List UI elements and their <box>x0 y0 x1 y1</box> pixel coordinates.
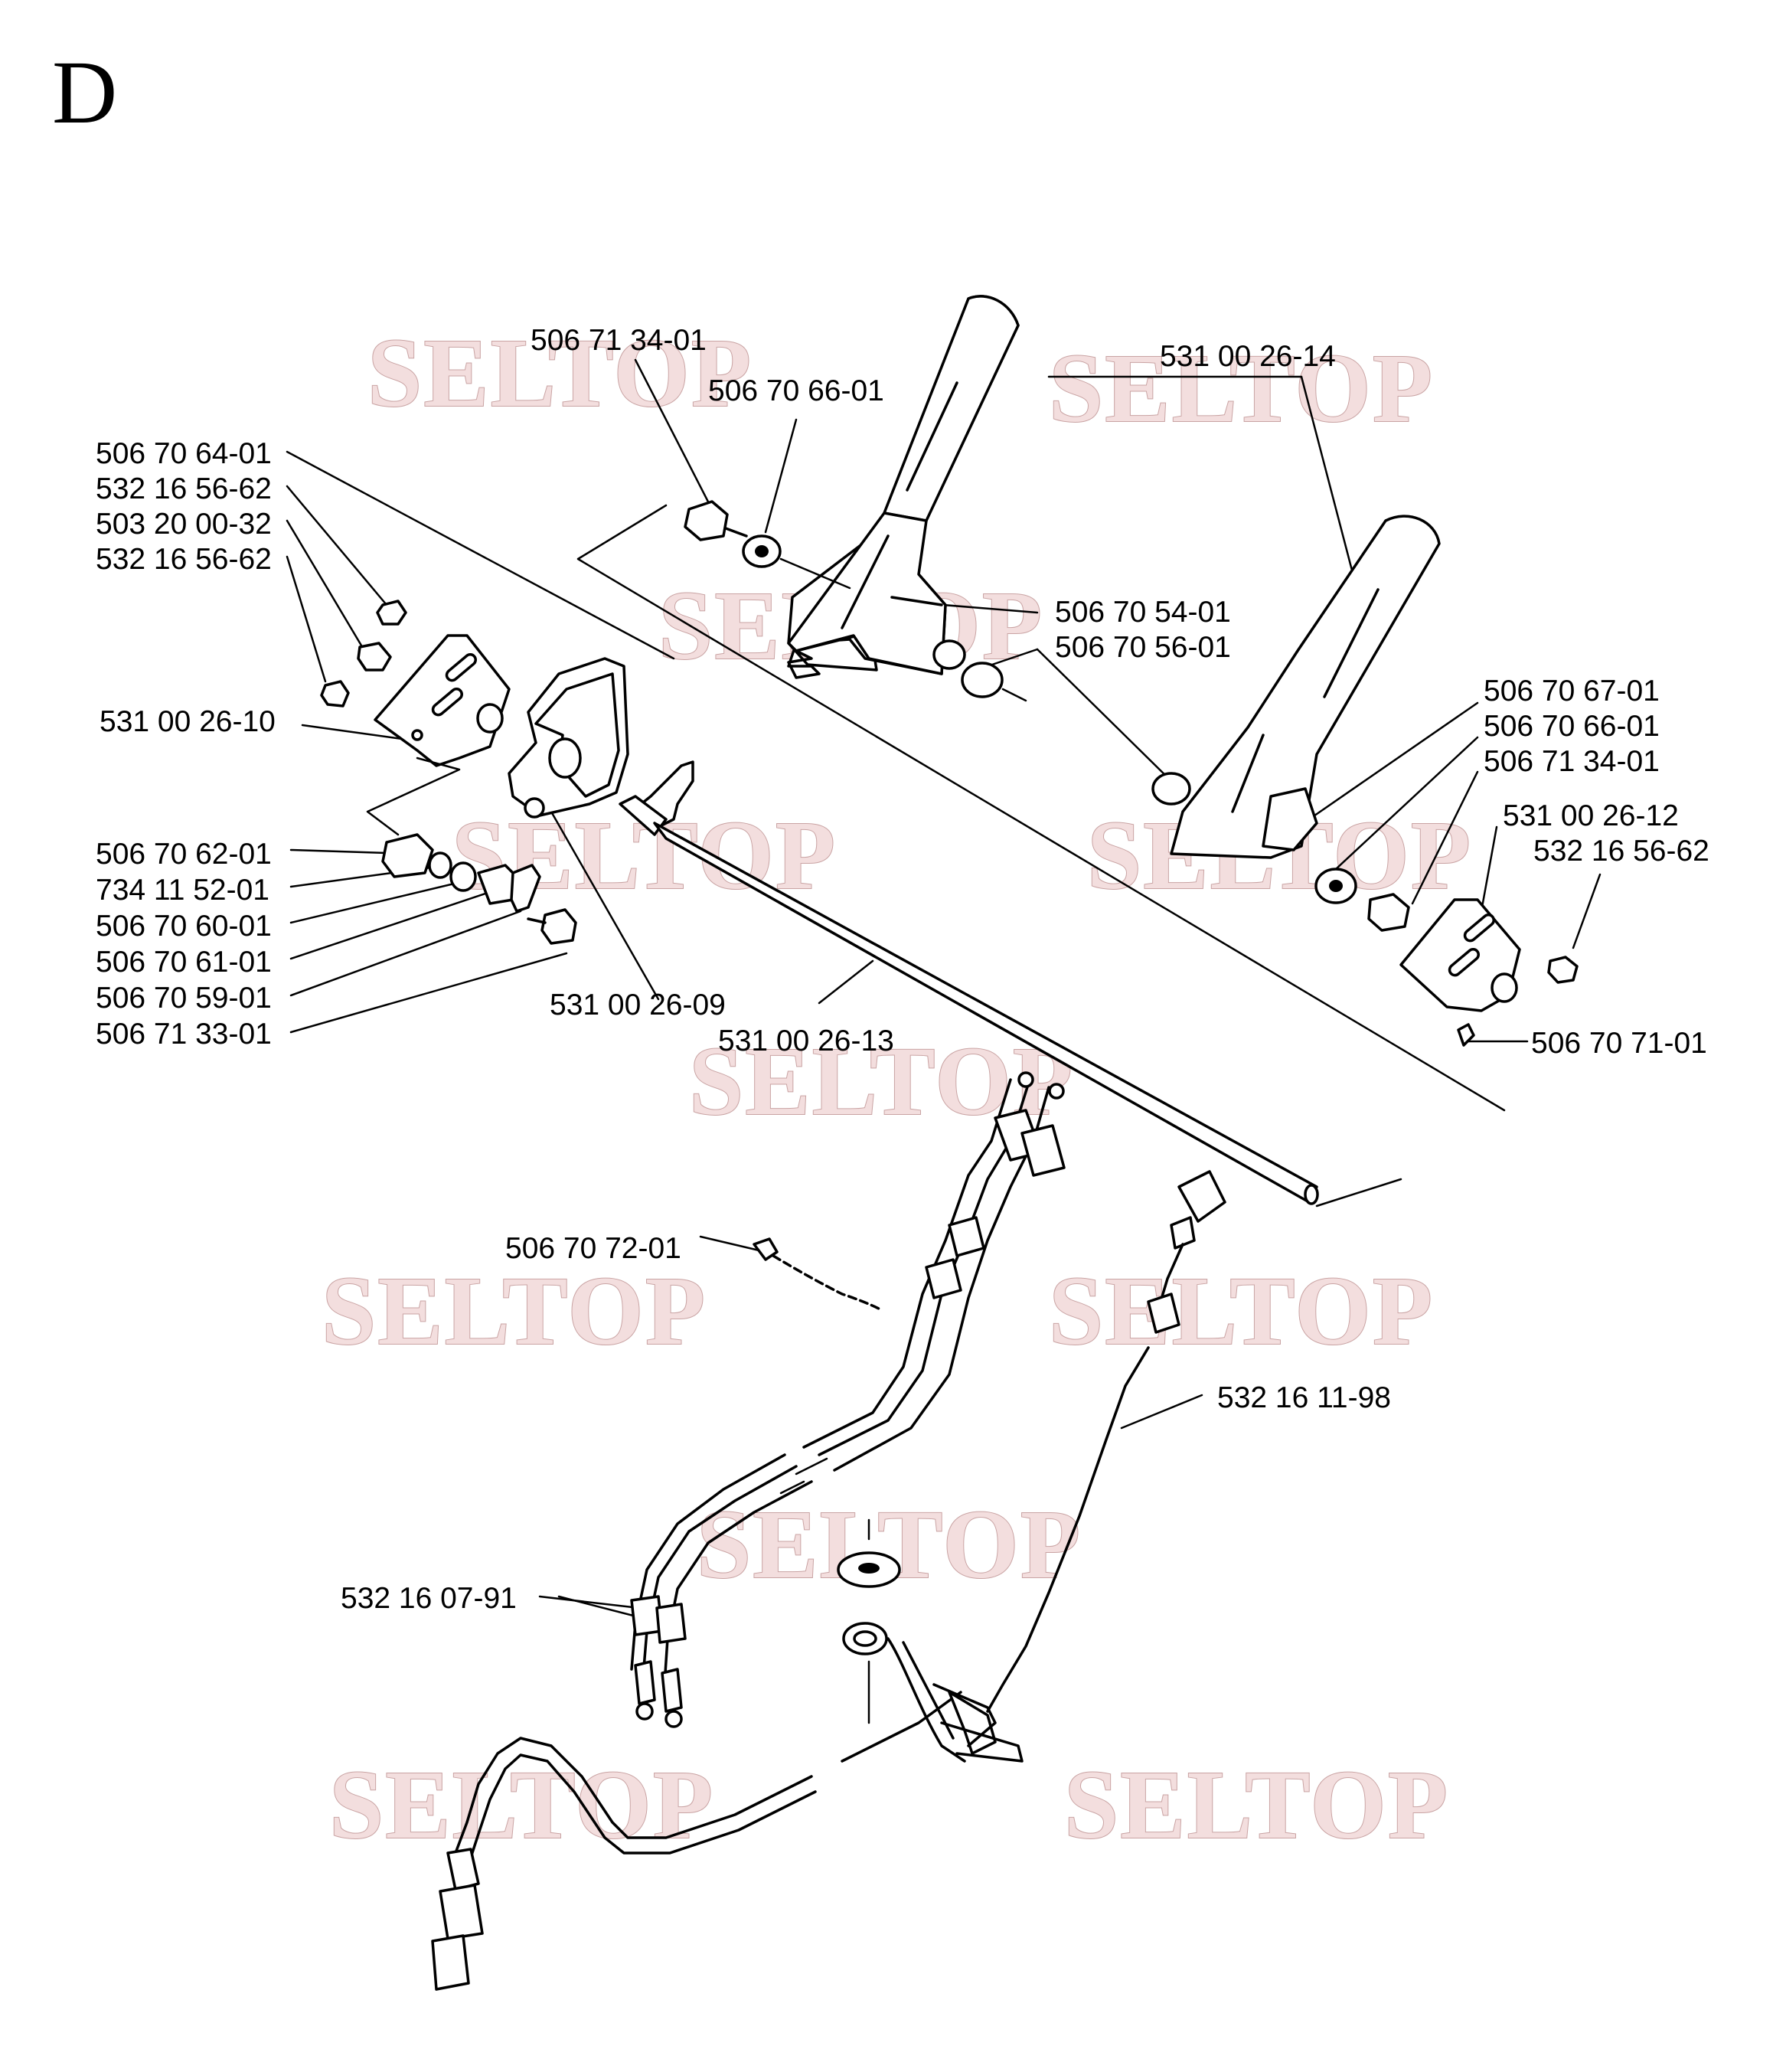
left-bracket-plate <box>320 600 511 836</box>
bushing-chain-left <box>381 833 577 945</box>
part-label: 506 70 66-01 <box>1484 710 1660 743</box>
part-label: 506 70 60-01 <box>96 910 272 943</box>
handle-bar-left <box>787 295 1020 679</box>
part-label: 531 00 26-10 <box>100 705 276 738</box>
part-label: 532 16 56-62 <box>1533 835 1709 868</box>
part-label: 532 16 56-62 <box>96 472 272 505</box>
part-label: 506 71 33-01 <box>96 1018 272 1051</box>
watermark: SELTOP <box>322 1257 707 1365</box>
watermark: SELTOP <box>1049 334 1434 443</box>
assembly-plane-outline <box>576 504 1506 1208</box>
part-label: 532 16 11-98 <box>1217 1381 1391 1414</box>
watermark: SELTOP <box>1064 1750 1449 1859</box>
part-label: 532 16 56-62 <box>96 543 272 576</box>
cable-tie <box>753 1237 882 1311</box>
part-labels: 506 71 34-01 506 70 66-01 531 00 26-14 5… <box>96 324 1709 1615</box>
right-bracket-plate <box>1399 898 1579 1047</box>
part-label: 503 20 00-32 <box>96 508 272 541</box>
watermark: SELTOP <box>367 319 753 427</box>
watermark: SELTOP <box>329 1750 714 1859</box>
part-label: 506 70 56-01 <box>1055 631 1231 664</box>
section-letter: D <box>52 42 118 142</box>
part-label: 506 70 72-01 <box>505 1232 681 1265</box>
cam-plate <box>508 657 629 819</box>
part-label: 506 71 34-01 <box>531 324 707 357</box>
part-label: 506 70 71-01 <box>1531 1027 1707 1060</box>
part-label: 506 70 54-01 <box>1055 596 1231 629</box>
part-label: 506 71 34-01 <box>1484 745 1660 778</box>
leader-lines <box>286 358 1602 1619</box>
part-label: 531 00 26-12 <box>1503 799 1679 832</box>
control-cables-pair <box>630 1071 1066 1728</box>
part-label: 506 70 61-01 <box>96 946 272 979</box>
part-label: 531 00 26-13 <box>718 1025 894 1057</box>
part-label: 506 70 66-01 <box>708 374 884 407</box>
part-label: 532 16 07-91 <box>341 1582 517 1615</box>
part-label: 506 70 59-01 <box>96 982 272 1015</box>
part-label: 506 70 67-01 <box>1484 675 1660 708</box>
part-label: 734 11 52-01 <box>96 874 269 907</box>
part-label: 531 00 26-14 <box>1160 340 1336 373</box>
shaft <box>619 760 1319 1205</box>
washers-center <box>837 1518 901 1724</box>
watermark: SELTOP <box>1049 1257 1434 1365</box>
part-label: 506 70 62-01 <box>96 838 272 871</box>
part-label: 506 70 64-01 <box>96 437 272 470</box>
handle-bar-right <box>1170 515 1441 859</box>
part-label: 531 00 26-09 <box>550 989 726 1021</box>
fasteners-top <box>684 500 1410 932</box>
throttle-cable <box>431 1170 1226 1991</box>
